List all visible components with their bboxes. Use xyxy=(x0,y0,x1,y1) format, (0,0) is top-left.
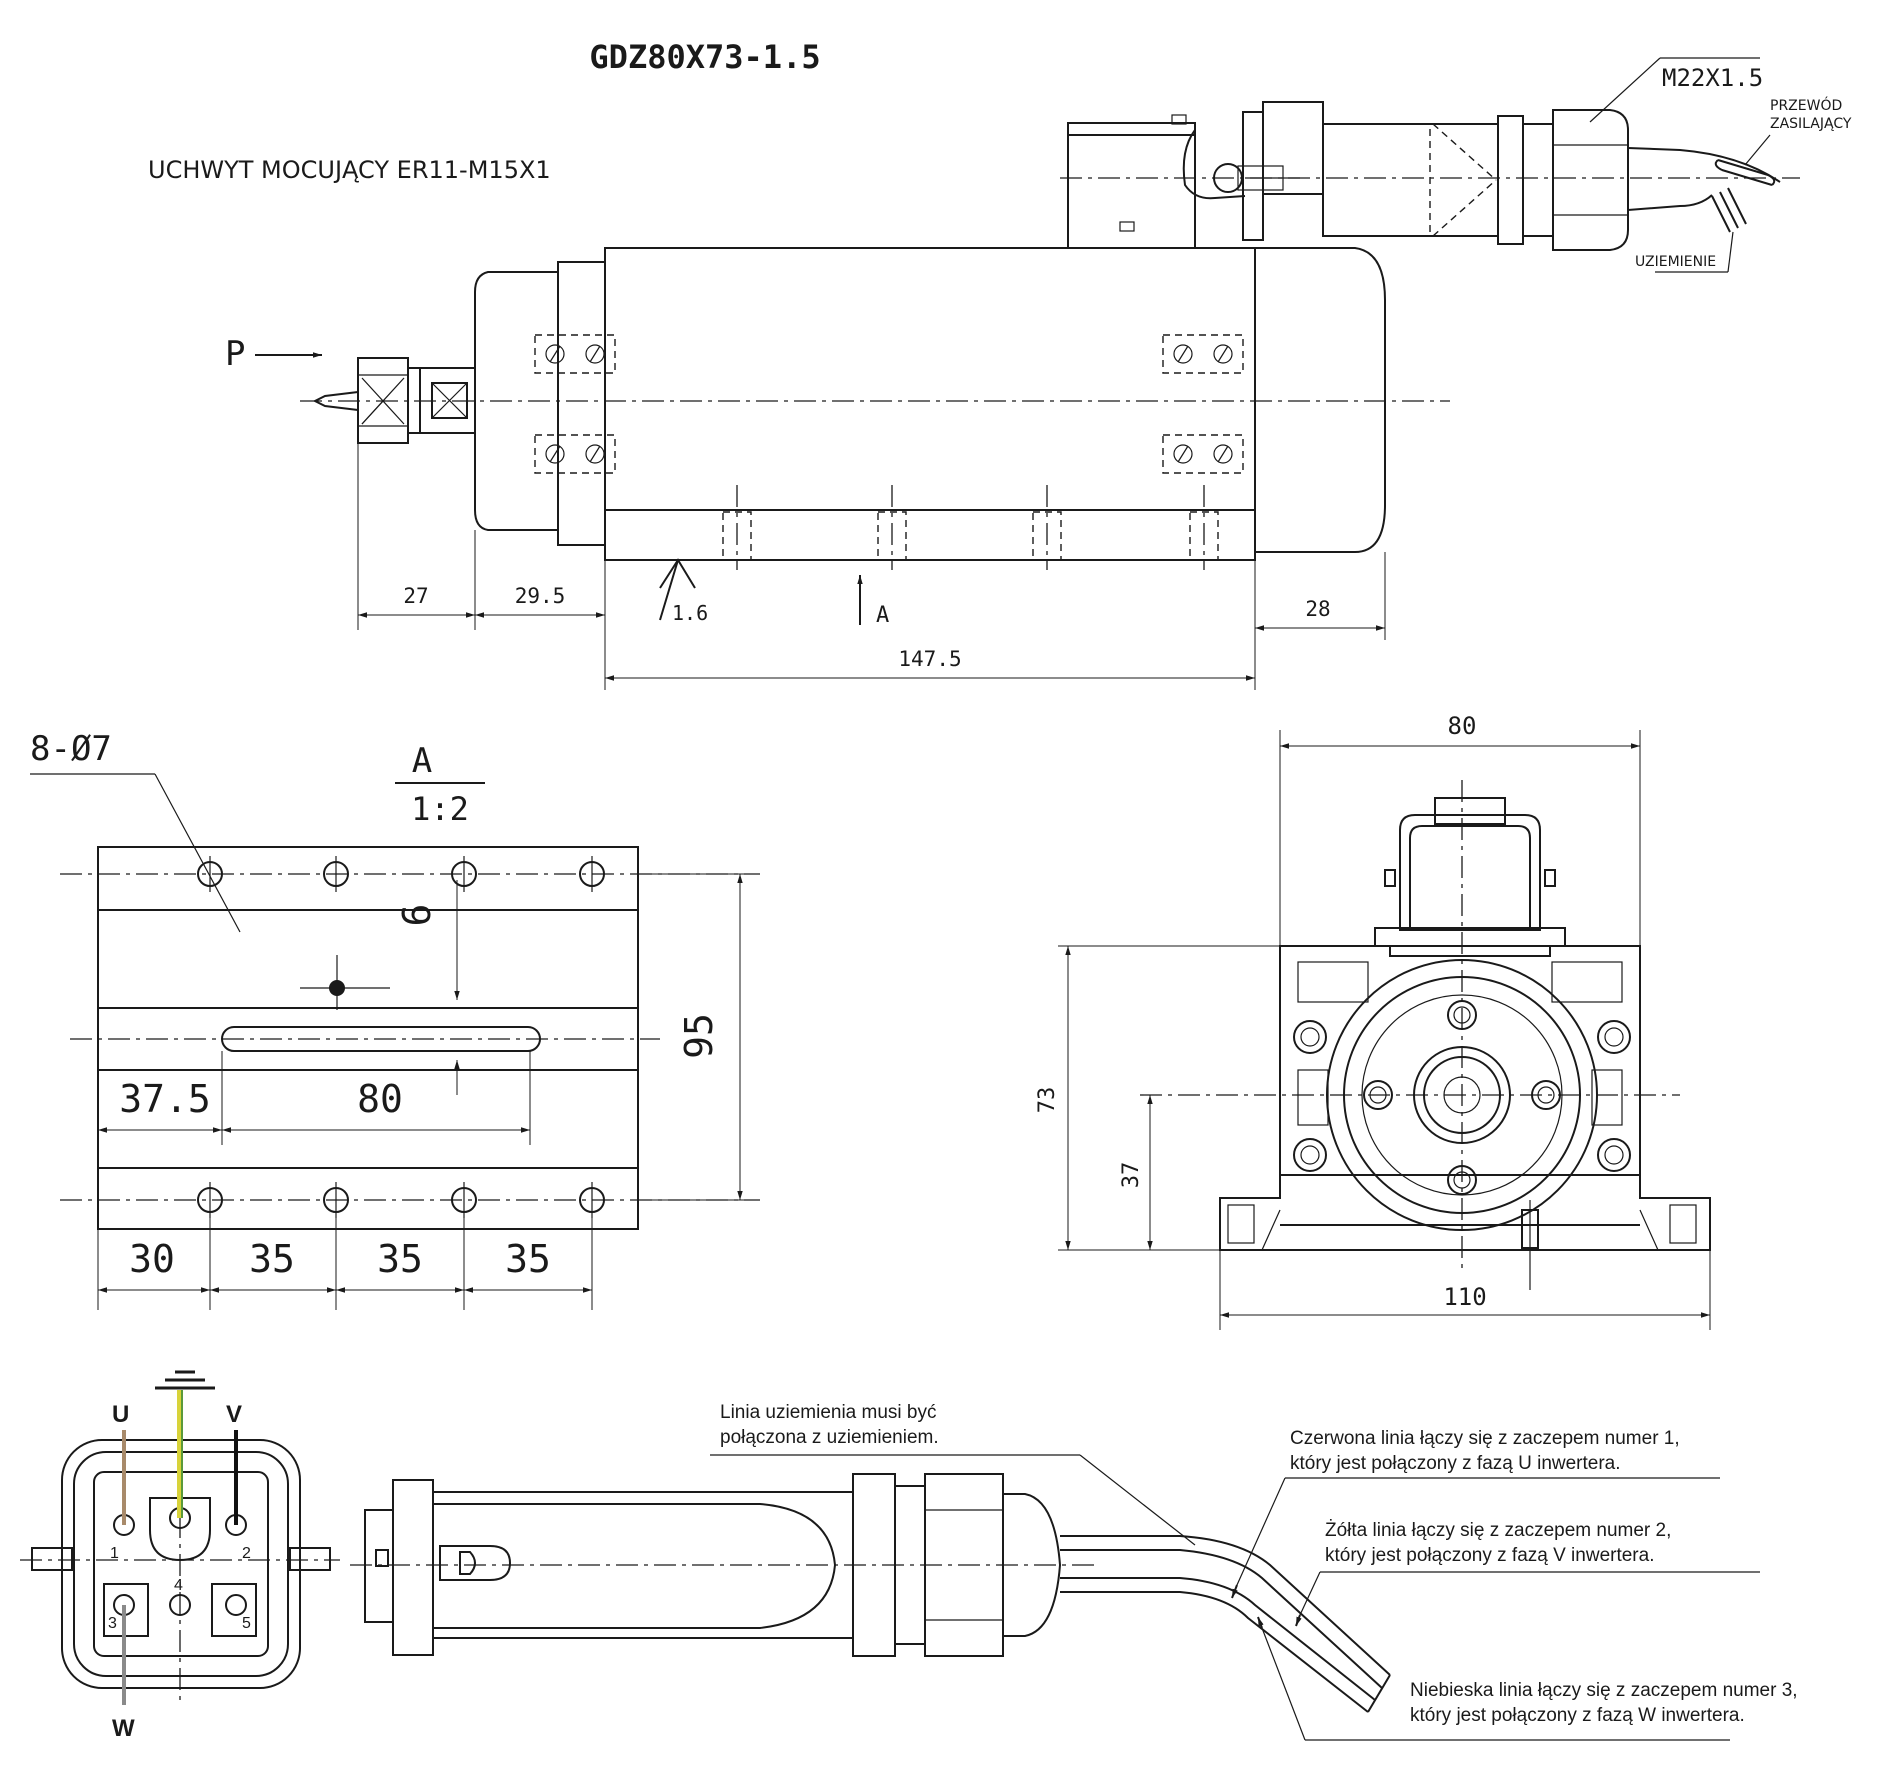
side-view: 1.6 A P 27 29.5 28 147.5 M22X1.5 P xyxy=(225,57,1852,690)
view-name: A xyxy=(412,741,432,781)
dim-147-5: 147.5 xyxy=(898,647,961,671)
note-yellow-1: Żółta linia łączy się z zaczepem numer 2… xyxy=(1325,1520,1671,1541)
connector-pins xyxy=(113,1507,247,1616)
collet-label: UCHWYT MOCUJĄCY ER11-M15X1 xyxy=(148,156,551,184)
note-red-2: który jest połączony z fazą U inwertera. xyxy=(1290,1453,1621,1474)
pin-1: 1 xyxy=(110,1545,119,1562)
dim-27: 27 xyxy=(403,584,428,608)
power-cable-label-2: ZASILAJĄCY xyxy=(1770,116,1852,132)
force-label: P xyxy=(225,334,245,374)
rear-bearings xyxy=(1162,334,1244,474)
dim-6: 6 xyxy=(395,904,439,927)
pin-5: 5 xyxy=(242,1615,251,1632)
dim-35-b: 35 xyxy=(377,1237,423,1281)
ground-label: UZIEMIENIE xyxy=(1635,254,1716,270)
wiring-notes: Linia uziemienia musi być połączona z uz… xyxy=(710,1402,1798,1741)
dim-37-5: 37.5 xyxy=(119,1077,211,1121)
note-red-1: Czerwona linia łączy się z zaczepem nume… xyxy=(1290,1428,1680,1449)
pin-3: 3 xyxy=(108,1615,117,1632)
dim-73: 73 xyxy=(1035,1087,1060,1114)
phase-u-label: U xyxy=(112,1401,129,1428)
dim-30: 30 xyxy=(129,1237,175,1281)
front-view: 80 73 37 110 xyxy=(1035,712,1711,1330)
cable-labels: M22X1.5 PRZEWÓD ZASILAJĄCY UZIEMIENIE xyxy=(1589,57,1852,273)
dim-80-slot: 80 xyxy=(357,1077,403,1121)
dim-110: 110 xyxy=(1443,1283,1486,1311)
note-yellow-2: który jest połączony z fazą V inwertera. xyxy=(1325,1545,1654,1566)
phase-w-label: W xyxy=(112,1715,135,1742)
pin-2: 2 xyxy=(242,1545,251,1562)
dim-80-width: 80 xyxy=(1448,712,1477,740)
note-blue-2: który jest połączony z fazą W inwertera. xyxy=(1410,1705,1745,1726)
note-ground-2: połączona z uziemieniem. xyxy=(720,1427,939,1448)
front-dimensions: 80 73 37 110 xyxy=(1035,712,1711,1330)
dim-95: 95 xyxy=(677,1013,721,1059)
gland-thread-label: M22X1.5 xyxy=(1662,64,1763,92)
dim-29-5: 29.5 xyxy=(515,584,566,608)
side-dimensions: 27 29.5 28 147.5 xyxy=(357,440,1386,690)
note-ground-1: Linia uziemienia musi być xyxy=(720,1402,937,1423)
power-cable-label-1: PRZEWÓD xyxy=(1770,96,1842,114)
holes-label: 8-Ø7 xyxy=(30,729,112,769)
view-arrow-label: A xyxy=(876,603,889,628)
dim-28: 28 xyxy=(1305,597,1330,621)
roughness-value: 1.6 xyxy=(672,601,708,625)
drawing-title: GDZ80X73-1.5 xyxy=(589,38,820,76)
front-bearings xyxy=(534,334,616,474)
pin-4: 4 xyxy=(174,1577,183,1594)
dim-35-a: 35 xyxy=(249,1237,295,1281)
phase-v-label: V xyxy=(226,1401,242,1428)
bottom-view: 8-Ø7 A 1:2 xyxy=(30,729,760,1310)
note-blue-1: Niebieska linia łączy się z zaczepem num… xyxy=(1410,1680,1798,1701)
bottom-dimensions: 95 6 37.5 80 30 35 35 35 xyxy=(97,873,760,1310)
view-scale: 1:2 xyxy=(411,790,469,828)
side-mount-holes xyxy=(722,485,1219,570)
dim-37: 37 xyxy=(1119,1162,1144,1189)
top-connector-box xyxy=(1060,101,1800,251)
dim-35-c: 35 xyxy=(505,1237,551,1281)
connector-pinout: 1 2 3 4 5 U V W xyxy=(20,1370,340,1742)
cable-gland-view xyxy=(350,1473,1391,1713)
